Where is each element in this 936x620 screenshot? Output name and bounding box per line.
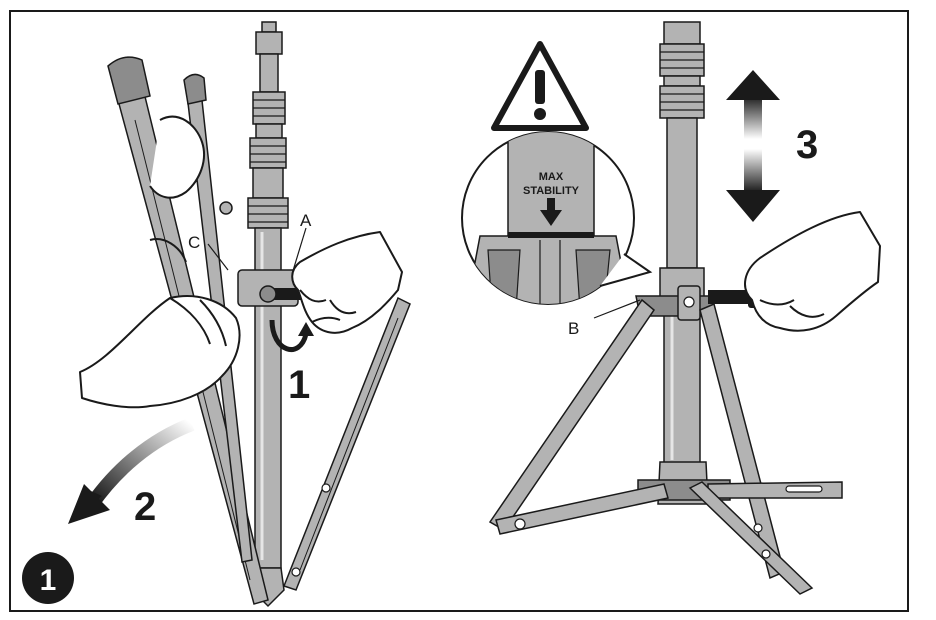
- left-panel: A C 1 2 1: [22, 21, 411, 608]
- step-1-number: 1: [288, 363, 310, 407]
- step-badge: 1: [22, 552, 74, 604]
- step-2-number: 2: [134, 485, 156, 529]
- fold-out-arrow: [68, 417, 195, 524]
- right-panel: B 3 MAX: [461, 21, 881, 595]
- step-3-number: 3: [796, 123, 818, 167]
- label-a: A: [300, 211, 312, 230]
- stability-label: STABILITY: [523, 185, 580, 197]
- label-c: C: [188, 233, 200, 252]
- right-center-column: [635, 21, 731, 505]
- detail-magnifier: MAX STABILITY: [461, 131, 653, 305]
- down-arrow-icon: [540, 198, 562, 226]
- open-leg-right: [283, 296, 411, 591]
- step-badge-number: 1: [40, 564, 57, 597]
- label-b: B: [568, 319, 579, 338]
- warning-icon: [491, 41, 589, 131]
- right-tripod-legs: [488, 298, 843, 595]
- right-hand: [744, 211, 881, 332]
- height-adjust-arrow: [726, 70, 780, 222]
- hand-right: [291, 231, 403, 334]
- center-column: [247, 21, 289, 608]
- leg-collar: [237, 269, 302, 307]
- max-label: MAX: [539, 171, 564, 183]
- hand-left: [79, 115, 241, 409]
- rotation-arrow: [269, 319, 314, 352]
